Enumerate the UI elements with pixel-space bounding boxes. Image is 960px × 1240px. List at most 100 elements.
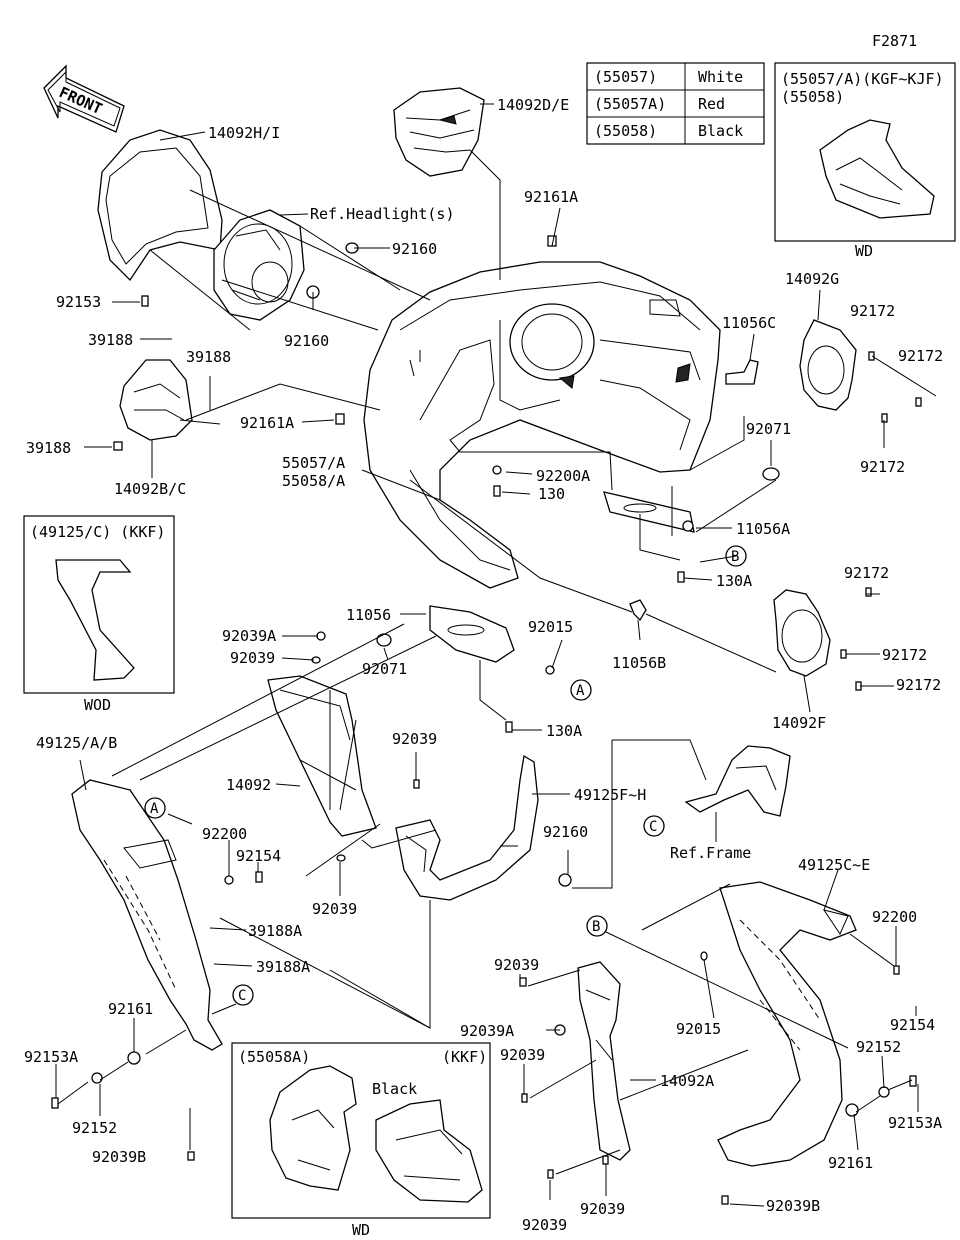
- inner-cover-icon: [269, 1065, 357, 1191]
- label-11056B: 11056B: [612, 654, 666, 672]
- label-92161-b: 92161: [828, 1154, 873, 1172]
- inset-bottom-header-right: (KKF): [442, 1048, 487, 1066]
- label-92039A-b: 92039A: [460, 1022, 514, 1040]
- color-name-3: Black: [698, 122, 743, 140]
- label-11056C: 11056C: [722, 314, 776, 332]
- label-92200-b: 92200: [872, 908, 917, 926]
- label-92153A-b: 92153A: [888, 1114, 942, 1132]
- inset-left-footer: WOD: [84, 696, 111, 714]
- label-92039-c: 92039: [312, 900, 357, 918]
- callout-b-2: B: [586, 915, 608, 937]
- color-code-3: (55058): [594, 122, 657, 140]
- label-92172-d: 92172: [844, 564, 889, 582]
- label-14092BC: 14092B/C: [114, 480, 186, 498]
- label-92152-b: 92152: [72, 1119, 117, 1137]
- label-39188A-a: 39188A: [248, 922, 302, 940]
- label-92172-e: 92172: [882, 646, 927, 664]
- cover-14092DE: [393, 87, 485, 177]
- color-name-1: White: [698, 68, 743, 86]
- label-14092: 14092: [226, 776, 271, 794]
- label-92161A-top: 92161A: [524, 188, 578, 206]
- label-92015-a: 92015: [528, 618, 573, 636]
- bracket-11056C: [725, 359, 759, 385]
- label-92071-b: 92071: [362, 660, 407, 678]
- label-49125CE: 49125C~E: [798, 856, 870, 874]
- label-92154-b: 92154: [890, 1016, 935, 1034]
- cowl-side-icon: [819, 119, 935, 219]
- inset-bottom: (55058A) (KKF) Black WD: [231, 1042, 491, 1239]
- label-92172-b: 92172: [898, 347, 943, 365]
- label-39188A-b: 39188A: [256, 958, 310, 976]
- upper-cowl-55057: [363, 261, 721, 589]
- color-name-2: Red: [698, 95, 725, 113]
- label-92172-a: 92172: [850, 302, 895, 320]
- inset-bottom-header-left: (55058A): [238, 1048, 310, 1066]
- inset-bottom-color: Black: [372, 1080, 417, 1098]
- cowl-49125FH: [395, 754, 539, 901]
- label-92039B-b: 92039B: [766, 1197, 820, 1215]
- color-code-1: (55057): [594, 68, 657, 86]
- svg-text:B: B: [592, 919, 600, 935]
- label-130: 130: [538, 485, 565, 503]
- label-92200A: 92200A: [536, 467, 590, 485]
- side-cowl-icon: [375, 1099, 483, 1203]
- label-ref-frame: Ref.Frame: [670, 844, 751, 862]
- label-92153: 92153: [56, 293, 101, 311]
- fasteners: [51, 235, 922, 1205]
- label-11056A: 11056A: [736, 520, 790, 538]
- label-92039-f: 92039: [522, 1216, 567, 1234]
- label-92039-d: 92039: [494, 956, 539, 974]
- label-ref-headlight: Ref.Headlight(s): [310, 205, 455, 223]
- label-92160-c: 92160: [543, 823, 588, 841]
- label-14092F: 14092F: [772, 714, 826, 732]
- label-92152-a: 92152: [856, 1038, 901, 1056]
- label-92161A-left: 92161A: [240, 414, 294, 432]
- inset-left-header: (49125/C) (KKF): [30, 523, 165, 541]
- inset-bottom-footer: WD: [352, 1221, 370, 1239]
- grommet-92071-a: [762, 467, 780, 481]
- label-14092A: 14092A: [660, 1072, 714, 1090]
- bracket-11056B: [629, 599, 647, 622]
- inset-tr-line1: (55057/A)(KGF~KJF): [781, 70, 944, 88]
- callout-a-1: A: [570, 679, 592, 701]
- panel-14092: [267, 675, 377, 837]
- headlight-ref: [213, 209, 305, 321]
- svg-text:C: C: [238, 988, 246, 1004]
- label-92200-a: 92200: [202, 825, 247, 843]
- color-table: (55057) White (55057A) Red (55058) Black: [586, 62, 765, 145]
- label-39188-c: 39188: [26, 439, 71, 457]
- inset-tr-footer: WD: [855, 242, 873, 260]
- inset-left: (49125/C) (KKF) WOD: [23, 515, 175, 714]
- svg-text:C: C: [649, 819, 657, 835]
- bracket-14092G: [799, 319, 857, 411]
- cover-14092HI: [97, 129, 223, 282]
- front-arrow-icon: FRONT: [43, 64, 125, 133]
- label-92039B-a: 92039B: [92, 1148, 146, 1166]
- stay-11056: [429, 605, 515, 663]
- inset-tr-line2: (55058): [781, 88, 844, 106]
- bracket-14092F: [773, 589, 831, 677]
- part-labels: 14092H/I 14092D/E Ref.Headlight(s) 92160…: [24, 96, 943, 1234]
- label-55057A: 55057/A: [282, 454, 345, 472]
- label-92160-a: 92160: [392, 240, 437, 258]
- callout-c-2: C: [232, 984, 254, 1006]
- label-92039-g: 92039: [580, 1200, 625, 1218]
- stay-11056A: [603, 491, 695, 533]
- cover-14092BC: [119, 359, 193, 441]
- inset-top-right: (55057/A)(KGF~KJF) (55058) WD: [774, 62, 956, 260]
- label-92172-c: 92172: [860, 458, 905, 476]
- label-92039-a: 92039: [230, 649, 275, 667]
- leader-lines: [55, 103, 937, 1207]
- label-39188-b: 39188: [186, 348, 231, 366]
- svg-text:B: B: [731, 549, 739, 565]
- label-92153A-a: 92153A: [24, 1048, 78, 1066]
- grommet-92071-b: [376, 633, 392, 647]
- label-92172-f: 92172: [896, 676, 941, 694]
- label-55058A: 55058/A: [282, 472, 345, 490]
- label-39188-a: 39188: [88, 331, 133, 349]
- bracket-wod-icon: [55, 559, 135, 681]
- label-11056: 11056: [346, 606, 391, 624]
- label-130A-a: 130A: [716, 572, 752, 590]
